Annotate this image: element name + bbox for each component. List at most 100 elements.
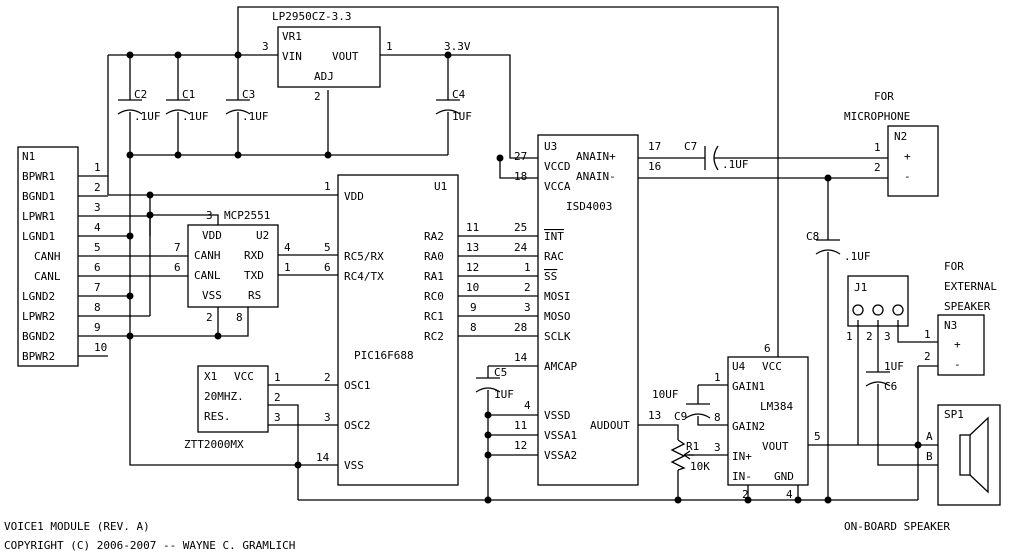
svg-text:CANH: CANH (34, 250, 61, 263)
svg-text:VSSA1: VSSA1 (544, 429, 577, 442)
svg-text:4: 4 (94, 221, 101, 234)
svg-text:C2: C2 (134, 88, 147, 101)
svg-text:OSC2: OSC2 (344, 419, 371, 432)
u2-part: MCP2551 (224, 209, 270, 222)
svg-text:BPWR1: BPWR1 (22, 170, 55, 183)
svg-text:2: 2 (274, 391, 281, 404)
svg-text:C8: C8 (806, 230, 819, 243)
svg-text:BPWR2: BPWR2 (22, 350, 55, 363)
svg-text:VSS: VSS (344, 459, 364, 472)
u4-part: LM384 (760, 400, 793, 413)
j1-jack: J1 1 2 3 (846, 275, 909, 343)
svg-text:16: 16 (648, 160, 661, 173)
svg-text:VSSA2: VSSA2 (544, 449, 577, 462)
svg-text:1: 1 (846, 330, 853, 343)
svg-text:OSC1: OSC1 (344, 379, 371, 392)
svg-text:1: 1 (924, 328, 931, 341)
svg-text:VDD: VDD (344, 190, 364, 203)
svg-text:EXTERNAL: EXTERNAL (944, 280, 997, 293)
svg-text:28: 28 (514, 321, 527, 334)
svg-text:3: 3 (524, 301, 531, 314)
svg-text:MOSO: MOSO (544, 310, 571, 323)
svg-text:3: 3 (884, 330, 891, 343)
svg-text:VCC: VCC (234, 370, 254, 383)
svg-text:C6: C6 (884, 380, 897, 393)
svg-text:2: 2 (866, 330, 873, 343)
svg-text:VOUT: VOUT (762, 440, 789, 453)
u1-part: PIC16F688 (354, 349, 414, 362)
svg-text:VDD: VDD (202, 229, 222, 242)
cap-c6: 1UF C6 (865, 360, 904, 393)
cap-c1: C1 .1UF (165, 88, 209, 123)
svg-text:.1UF: .1UF (844, 250, 871, 263)
svg-text:3: 3 (714, 441, 721, 454)
cap-c5: C5 1UF (475, 366, 514, 401)
svg-text:RA2: RA2 (424, 230, 444, 243)
svg-text:1: 1 (94, 161, 101, 174)
vr1-vout: VOUT (332, 50, 359, 63)
svg-text:8: 8 (94, 301, 101, 314)
svg-text:AMCAP: AMCAP (544, 360, 577, 373)
svg-text:RAC: RAC (544, 250, 564, 263)
svg-text:10: 10 (94, 341, 107, 354)
svg-text:ANAIN-: ANAIN- (576, 170, 616, 183)
svg-text:IN-: IN- (732, 470, 752, 483)
svg-text:1: 1 (874, 141, 881, 154)
svg-text:20MHZ.: 20MHZ. (204, 390, 244, 403)
u4-amplifier: U4 VCC GAIN1 LM384 GAIN2 VOUT IN+ IN- GN… (727, 342, 821, 501)
svg-text:18: 18 (514, 170, 527, 183)
svg-text:CANH: CANH (194, 249, 221, 262)
cap-c4: C4 1UF (435, 88, 472, 123)
svg-text:FOR: FOR (944, 260, 964, 273)
svg-text:13: 13 (466, 241, 479, 254)
svg-text:CANL: CANL (194, 269, 221, 282)
svg-text:CANL: CANL (34, 270, 61, 283)
svg-text:2: 2 (924, 350, 931, 363)
svg-text:GAIN2: GAIN2 (732, 420, 765, 433)
cap-c2: C2 .1UF (117, 88, 161, 123)
svg-text:7: 7 (174, 241, 181, 254)
u4-ref: U4 (732, 360, 746, 373)
svg-text:1: 1 (324, 180, 331, 193)
svg-text:SCLK: SCLK (544, 330, 571, 343)
svg-text:4: 4 (786, 488, 793, 501)
svg-text:VCCD: VCCD (544, 160, 571, 173)
svg-text:MICROPHONE: MICROPHONE (844, 110, 910, 123)
svg-text:24: 24 (514, 241, 528, 254)
svg-text:13: 13 (648, 409, 661, 422)
svg-text:17: 17 (648, 140, 661, 153)
svg-text:11: 11 (514, 419, 527, 432)
svg-text:9: 9 (94, 321, 101, 334)
svg-text:3: 3 (324, 411, 331, 424)
vr1-vin: VIN (282, 50, 302, 63)
n1-ref: N1 (22, 150, 35, 163)
svg-text:14: 14 (316, 451, 330, 464)
svg-text:RC5/RX: RC5/RX (344, 250, 384, 263)
x1-resonator: X1 VCC 20MHZ. RES. ZTT2000MX 1 2 3 (184, 365, 281, 451)
u1-microcontroller: U1 VDD RC5/RX RC4/TX PIC16F688 OSC1 OSC2… (316, 174, 479, 486)
svg-text:VCCA: VCCA (544, 180, 571, 193)
svg-text:12: 12 (514, 439, 527, 452)
svg-text:1UF: 1UF (884, 360, 904, 373)
svg-text:6: 6 (174, 261, 181, 274)
svg-text:RC4/TX: RC4/TX (344, 270, 384, 283)
svg-text:10UF: 10UF (652, 388, 679, 401)
x1-ref: X1 (204, 370, 217, 383)
sp1-note: ON-BOARD SPEAKER (844, 520, 950, 533)
u1-ref: U1 (434, 180, 447, 193)
junctions (126, 51, 922, 504)
svg-text:RC2: RC2 (424, 330, 444, 343)
svg-text:9: 9 (470, 301, 477, 314)
cap-c9: 10UF C9 1 8 (652, 371, 721, 424)
vr1-pin-vin: 3 (262, 40, 269, 53)
svg-text:GAIN1: GAIN1 (732, 380, 765, 393)
vr1-part: LP2950CZ-3.3 (272, 10, 351, 23)
svg-text:RS: RS (248, 289, 261, 302)
svg-text:C1: C1 (182, 88, 195, 101)
svg-text:BGND2: BGND2 (22, 330, 55, 343)
svg-text:FOR: FOR (874, 90, 894, 103)
x1-part: ZTT2000MX (184, 438, 244, 451)
svg-text:C3: C3 (242, 88, 255, 101)
vr1-ref: VR1 (282, 30, 302, 43)
